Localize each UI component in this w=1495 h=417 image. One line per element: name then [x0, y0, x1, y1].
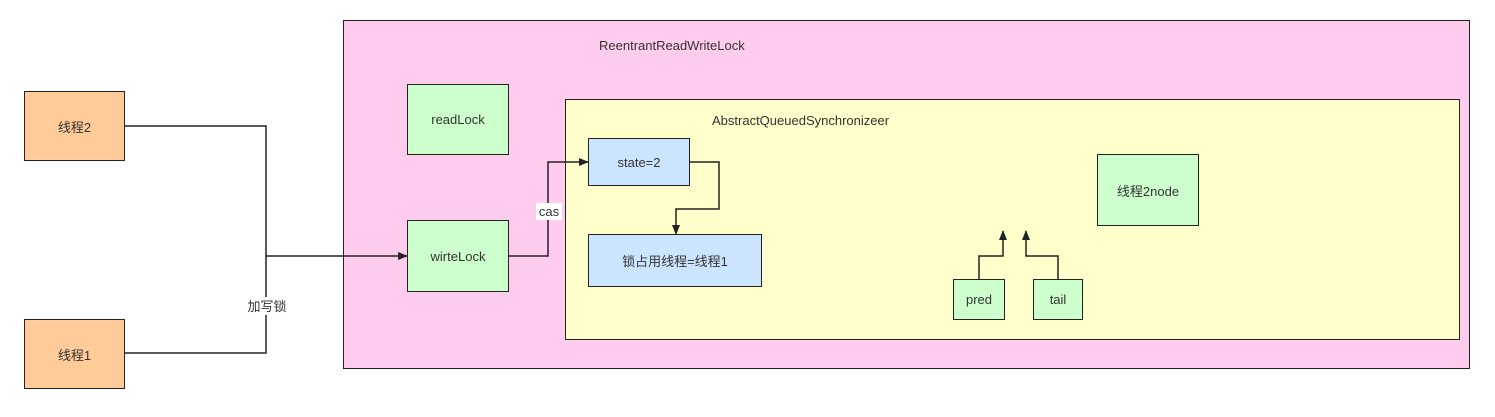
thread2-node: 线程2 — [24, 91, 125, 161]
edge-thread2-to-writelock — [124, 125, 267, 256]
tail-pointer-node: tail — [1033, 279, 1083, 320]
read-lock-node: readLock — [407, 84, 509, 155]
acquire-write-lock-label-bg — [245, 297, 289, 315]
acquire-write-lock-label: 加写锁 — [247, 299, 286, 315]
write-lock-node: wirteLock — [407, 220, 509, 292]
cas-label-bg — [536, 203, 562, 220]
state-node: state=2 — [588, 138, 690, 186]
edge-state-to-owner — [672, 161, 720, 235]
aqs-container — [565, 99, 1460, 340]
reentrant-read-write-lock-title: ReentrantReadWriteLock — [599, 38, 745, 53]
edge-pred-up — [978, 230, 1007, 289]
owner-thread-node: 锁占用线程=线程1 — [588, 234, 762, 287]
thread1-node: 线程1 — [24, 319, 125, 389]
thread2-queue-node: 线程2node — [1097, 154, 1199, 226]
pred-pointer-node: pred — [953, 279, 1005, 320]
aqs-title: AbstractQueuedSynchronizeer — [712, 113, 890, 128]
edge-thread1-to-writelock — [124, 256, 267, 354]
cas-label: cas — [539, 204, 560, 219]
edge-tail-up — [1022, 230, 1059, 289]
